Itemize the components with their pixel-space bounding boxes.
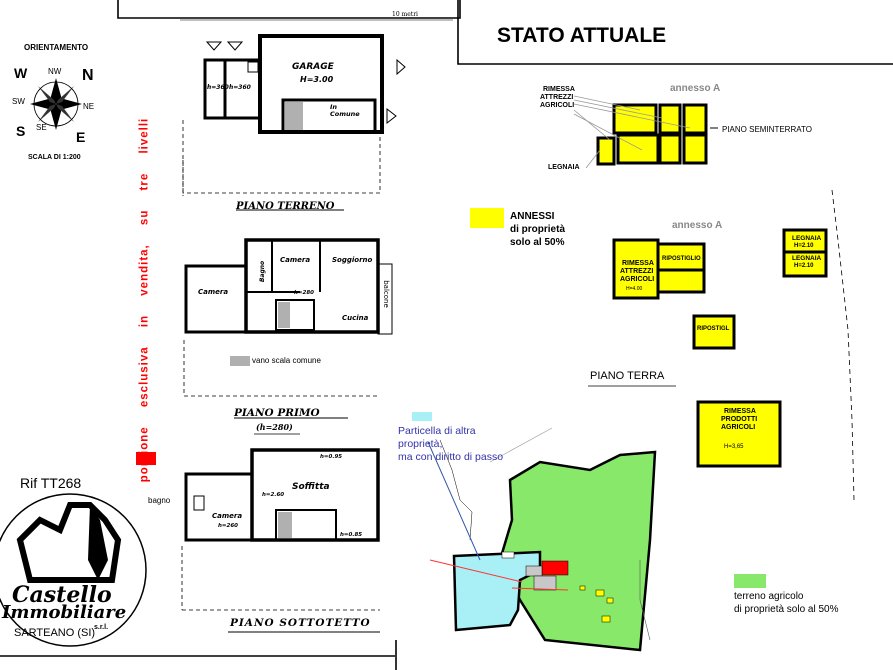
room-h1: h=360 (207, 84, 229, 91)
reference-code: Rif TT268 (20, 475, 82, 491)
rimessa-top-line2: ATTREZZI (540, 94, 574, 101)
room-cucina: Cucina (342, 314, 369, 322)
room-h-min: h=0.85 (340, 532, 363, 538)
page-title: STATO ATTUALE (497, 24, 667, 47)
room-h2: h=360 (229, 84, 251, 91)
compass-nw: NW (48, 67, 62, 76)
vertical-note: porzione esclusiva in vendita, su tre li… (138, 117, 151, 483)
legnaia2-line2: H=2.10 (794, 243, 814, 249)
logo (0, 493, 147, 647)
room-h-primo: h=280 (294, 290, 315, 296)
room-comune: In Comune (330, 103, 360, 119)
room-camera2: Camera (280, 256, 311, 264)
stair-legend-swatch (230, 356, 250, 366)
bagno-label: bagno (148, 496, 171, 505)
terreno-line2: di proprietà solo al 50% (734, 604, 839, 615)
stair-legend-label: vano scala comune (252, 356, 321, 365)
terreno-line1: terreno agricolo (734, 591, 804, 602)
compass-s: S (16, 123, 26, 139)
legnaia-top-label: LEGNAIA (548, 164, 580, 171)
rimessa-prodotti-line3: AGRICOLI (721, 424, 756, 431)
terreno-legend-swatch (734, 574, 766, 588)
annex-legend-line2: di proprietà (510, 224, 566, 235)
room-h-camera: h=260 (218, 523, 239, 529)
scale-label: SCALA DI 1:200 (28, 154, 81, 161)
room-garage-height: H=3.00 (300, 75, 334, 84)
logo-suffix: s.r.l. (94, 624, 109, 631)
floor-subtitle-primo: (h=280) (256, 422, 293, 432)
floor-plan-terreno (182, 34, 406, 194)
logo-name-line2: Immobiliare (2, 602, 127, 623)
room-soffitta: Soffitta (292, 482, 330, 492)
floor-plan-sottotetto (181, 448, 380, 611)
ripostiglio1-label: RIPOSTIGLIO (662, 256, 701, 262)
logo-name-line1: Castello (12, 582, 112, 608)
legnaia3-line2: H=2.10 (794, 263, 814, 269)
room-bagno: Bagno (259, 260, 267, 283)
scale-bar-label: 10 metri (392, 11, 418, 18)
particella-line3: ma con diritto di passo (398, 451, 504, 463)
compass-sw: SW (12, 97, 25, 106)
compass-icon (30, 78, 82, 130)
rimessa-mid-line2: ATTREZZI (620, 268, 654, 275)
rimessa-mid-line1: RIMESSA (622, 260, 654, 267)
annesso-piano-terra (612, 228, 828, 468)
compass-n: N (82, 67, 94, 84)
annesso-a-top-label: annesso A (670, 83, 721, 94)
annex-legend-line3: solo al 50% (510, 237, 565, 248)
exclusive-legend-swatch (136, 452, 156, 465)
floor-plan-primo (183, 238, 393, 397)
floor-title-primo: PIANO PRIMO (234, 407, 320, 419)
annesso-seminterrato (596, 103, 708, 166)
particella-legend-swatch (412, 412, 432, 421)
room-camera-sottotetto: Camera (212, 512, 243, 520)
rimessa-top-line1: RIMESSA (543, 86, 575, 93)
compass-ne: NE (83, 102, 95, 111)
room-soggiorno: Soggiorno (332, 256, 373, 264)
compass-label: ORIENTAMENTO (24, 43, 89, 52)
annex-legend-swatch (470, 208, 504, 228)
compass-w: W (14, 65, 28, 81)
room-h-stair: h=2.60 (262, 492, 285, 498)
legnaia3-line1: LEGNAIA (792, 255, 822, 262)
rimessa-prodotti-line2: PRODOTTI (721, 416, 758, 423)
room-garage: GARAGE (292, 62, 334, 72)
annesso-a-mid-label: annesso A (672, 220, 723, 231)
piano-terra-label: PIANO TERRA (590, 370, 665, 382)
ripostiglio2-label: RIPOSTIGL (697, 326, 730, 332)
legnaia2-line1: LEGNAIA (792, 235, 822, 242)
annex-legend-title: ANNESSI (510, 211, 555, 222)
room-h-top: h=0.95 (320, 454, 343, 460)
rimessa-prodotti-height: H=3,65 (724, 444, 744, 450)
rimessa-mid-line3: AGRICOLI (620, 276, 655, 283)
piano-seminterrato-label: PIANO SEMINTERRATO (722, 125, 812, 134)
room-camera1: Camera (198, 288, 229, 296)
floor-title-terreno: PIANO TERRENO (236, 201, 335, 212)
particella-line2: proprietà, (398, 438, 443, 450)
compass-se: SE (36, 123, 47, 132)
floor-title-sottotetto: PIANO SOTTOTETTO (230, 617, 371, 629)
logo-town: SARTEANO (SI) (14, 627, 96, 639)
rimessa-mid-height: H=4.00 (626, 286, 643, 292)
site-plan (429, 427, 657, 652)
particella-line1: Particella di altra (398, 425, 476, 437)
rimessa-prodotti-line1: RIMESSA (724, 408, 756, 415)
rimessa-top-line3: AGRICOLI (540, 102, 575, 109)
room-balcone: balcone (381, 280, 390, 308)
compass-e: E (76, 129, 86, 145)
